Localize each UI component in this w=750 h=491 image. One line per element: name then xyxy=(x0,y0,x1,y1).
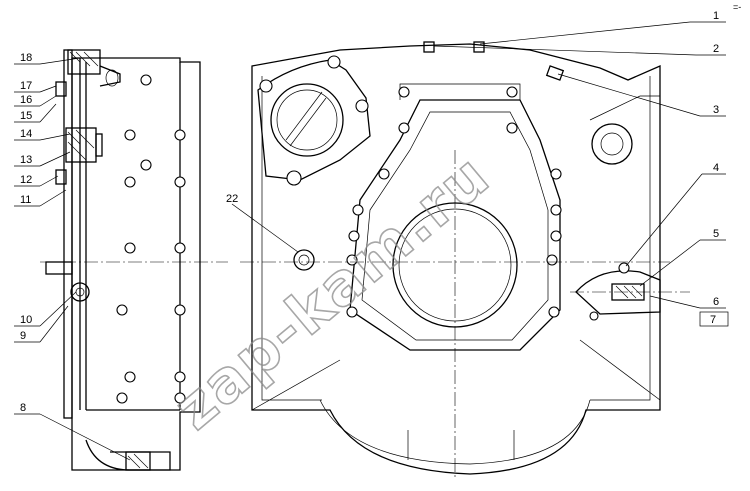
side-view-bolt-holes xyxy=(116,74,186,404)
callout-5: 5 xyxy=(713,228,719,240)
callout-16: 16 xyxy=(20,94,32,106)
callout-13: 13 xyxy=(20,154,32,166)
callout-18: 18 xyxy=(20,52,32,64)
callout-10: 10 xyxy=(20,314,32,326)
callout-11: 11 xyxy=(20,194,31,206)
corner-mark: =- xyxy=(733,2,741,12)
watermark: zap-kam.ru xyxy=(161,141,502,443)
side-view xyxy=(40,49,228,471)
callout-2: 2 xyxy=(713,43,719,55)
front-view xyxy=(240,41,690,480)
callout-6: 6 xyxy=(713,296,719,308)
callout-1: 1 xyxy=(713,10,719,22)
callout-15: 15 xyxy=(20,110,32,122)
callout-3: 3 xyxy=(713,104,719,116)
callout-4: 4 xyxy=(713,162,719,174)
callout-17: 17 xyxy=(20,80,32,92)
callouts-right: 1 2 3 4 5 6 7 xyxy=(710,10,719,326)
callout-9: 9 xyxy=(20,330,26,342)
callout-14: 14 xyxy=(20,128,32,140)
callout-22: 22 xyxy=(226,193,238,205)
callout-8: 8 xyxy=(20,402,26,414)
callout-12: 12 xyxy=(20,174,32,186)
callout-7: 7 xyxy=(710,314,716,326)
leader-lines xyxy=(14,21,729,461)
callouts-left: 18 17 16 15 14 13 12 11 10 9 8 xyxy=(20,52,32,414)
front-view-bolt-holes xyxy=(346,86,599,321)
